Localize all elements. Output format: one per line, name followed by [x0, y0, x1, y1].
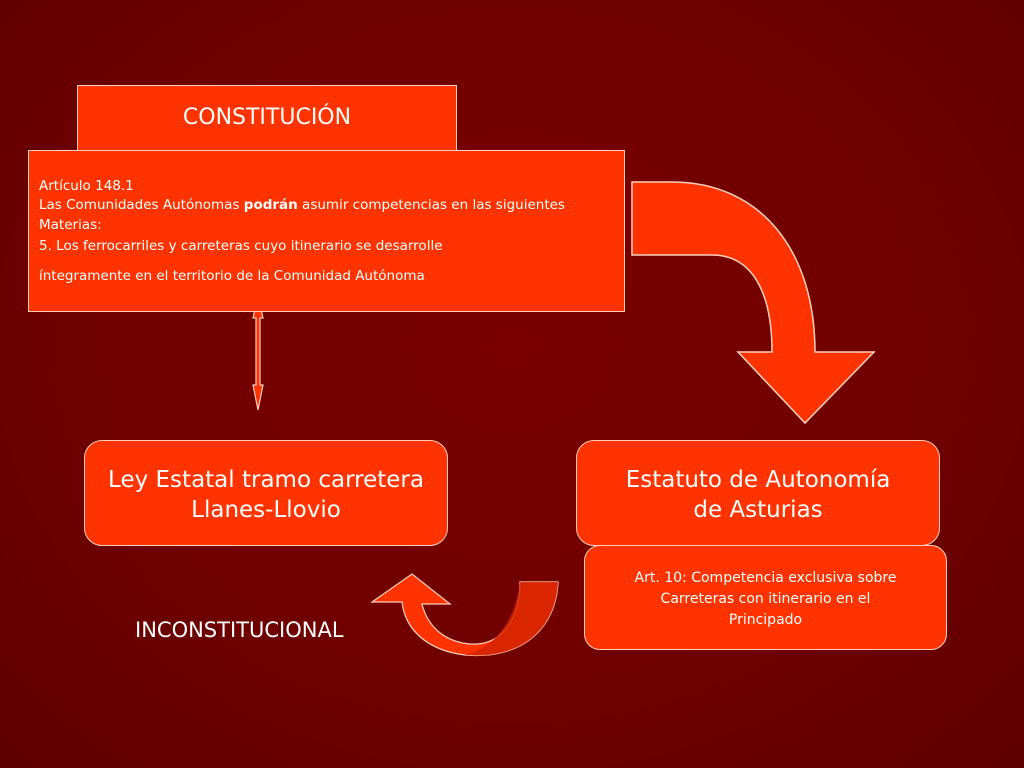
article-line-5: íntegramente en el territorio de la Comu…	[39, 268, 425, 284]
article-148-box: Artículo 148.1 Las Comunidades Autónomas…	[28, 150, 625, 312]
article-line-2-end: asumir competencias en las siguientes	[297, 197, 565, 213]
article-line-2: Las Comunidades Autónomas podrán asumir …	[39, 197, 565, 213]
inconstitucional-label: INCONSTITUCIONAL	[135, 618, 344, 642]
art10-line-3: Principado	[728, 612, 803, 628]
art10-line-1: Art. 10: Competencia exclusiva sobre	[634, 570, 897, 586]
ley-line-1: Ley Estatal tramo carretera	[108, 467, 424, 493]
article-line-2-bold: podrán	[243, 197, 298, 213]
constitution-title: CONSTITUCIÓN	[182, 105, 352, 130]
estatuto-box: Estatuto de Autonomía de Asturias	[576, 440, 940, 546]
ley-estatal-box: Ley Estatal tramo carretera Llanes-Llovi…	[84, 440, 448, 546]
article-line-4: 5. Los ferrocarriles y carreteras cuyo i…	[39, 238, 443, 254]
curved-down-arrow	[631, 181, 876, 425]
article-line-2-start: Las Comunidades Autónomas	[39, 197, 244, 213]
article-line-3: Materias:	[39, 217, 102, 233]
constitution-box: CONSTITUCIÓN	[77, 85, 457, 153]
art10-line-2: Carreteras con itinerario en el	[660, 591, 871, 607]
estatuto-line-2: de Asturias	[693, 497, 823, 523]
u-turn-arrow-shade	[465, 582, 558, 656]
art10-box: Art. 10: Competencia exclusiva sobre Car…	[584, 545, 947, 650]
estatuto-line-1: Estatuto de Autonomía	[625, 467, 891, 493]
ley-line-2: Llanes-Llovio	[191, 497, 341, 523]
article-line-1: Artículo 148.1	[39, 178, 134, 194]
double-headed-arrow	[252, 294, 264, 411]
